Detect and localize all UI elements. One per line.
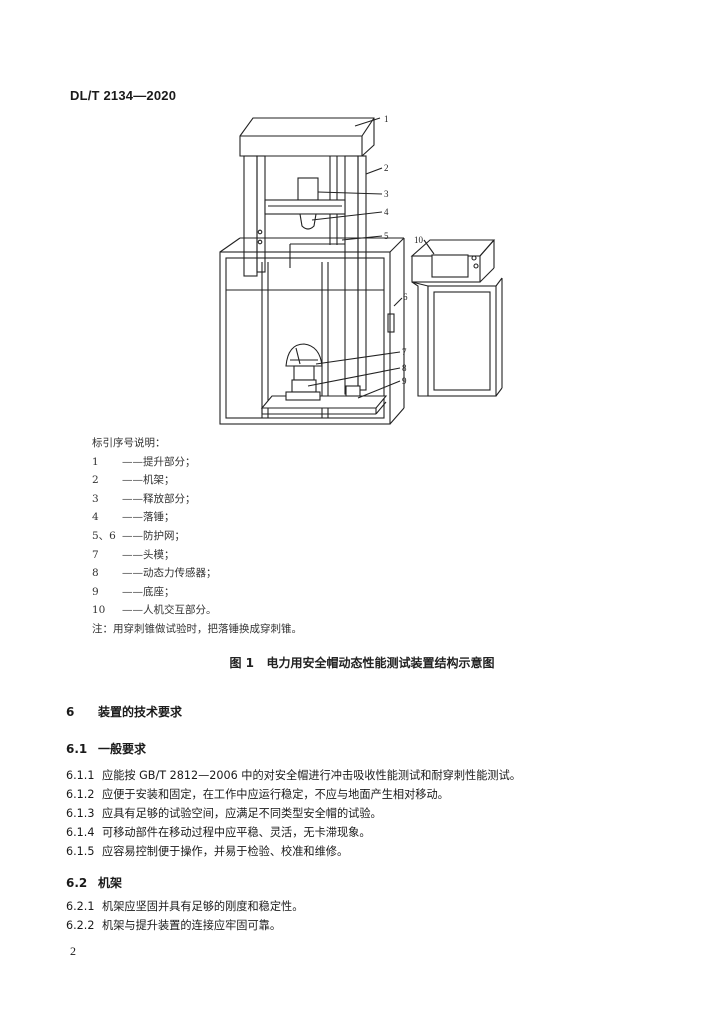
- callout-6: 6: [403, 292, 408, 302]
- legend-item: 2——机架；: [92, 474, 175, 487]
- legend-item: 3——释放部分；: [92, 492, 196, 505]
- callout-7: 7: [402, 347, 407, 357]
- figure-caption: 图 1 电力用安全帽动态性能测试装置结构示意图: [0, 654, 724, 671]
- callout-9: 9: [402, 376, 407, 386]
- figure-legend: 标引序号说明： 1——提升部分； 2——机架； 3——释放部分； 4——落锤； …: [92, 434, 302, 639]
- legend-item: 7——头模；: [92, 548, 175, 561]
- callout-5: 5: [384, 231, 389, 241]
- callout-8: 8: [402, 363, 407, 373]
- legend-item: 5、6——防护网；: [92, 529, 185, 542]
- figure-caption-label: 图 1: [229, 656, 254, 670]
- legend-title: 标引序号说明：: [92, 437, 166, 449]
- legend-item: 9——底座；: [92, 585, 175, 598]
- figure-caption-text: 电力用安全帽动态性能测试装置结构示意图: [266, 656, 495, 670]
- page-number: 2: [70, 944, 76, 958]
- callout-1: 1: [384, 114, 389, 124]
- legend-item: 4——落锤；: [92, 511, 175, 524]
- legend-item: 1——提升部分；: [92, 455, 196, 468]
- callout-2: 2: [384, 163, 389, 173]
- callout-10: 10: [414, 235, 424, 245]
- legend-item: 10——人机交互部分。: [92, 604, 217, 617]
- test-device-figure: 1 2 3 4 5 6 7 8 9 10: [219, 114, 503, 425]
- callout-4: 4: [384, 207, 389, 217]
- legend-note: 注：用穿刺锥做试验时，把落锤换成穿刺锥。: [92, 622, 302, 635]
- callout-3: 3: [384, 189, 389, 199]
- legend-item: 8——动态力传感器；: [92, 567, 217, 580]
- document-code: DL/T 2134—2020: [70, 88, 177, 103]
